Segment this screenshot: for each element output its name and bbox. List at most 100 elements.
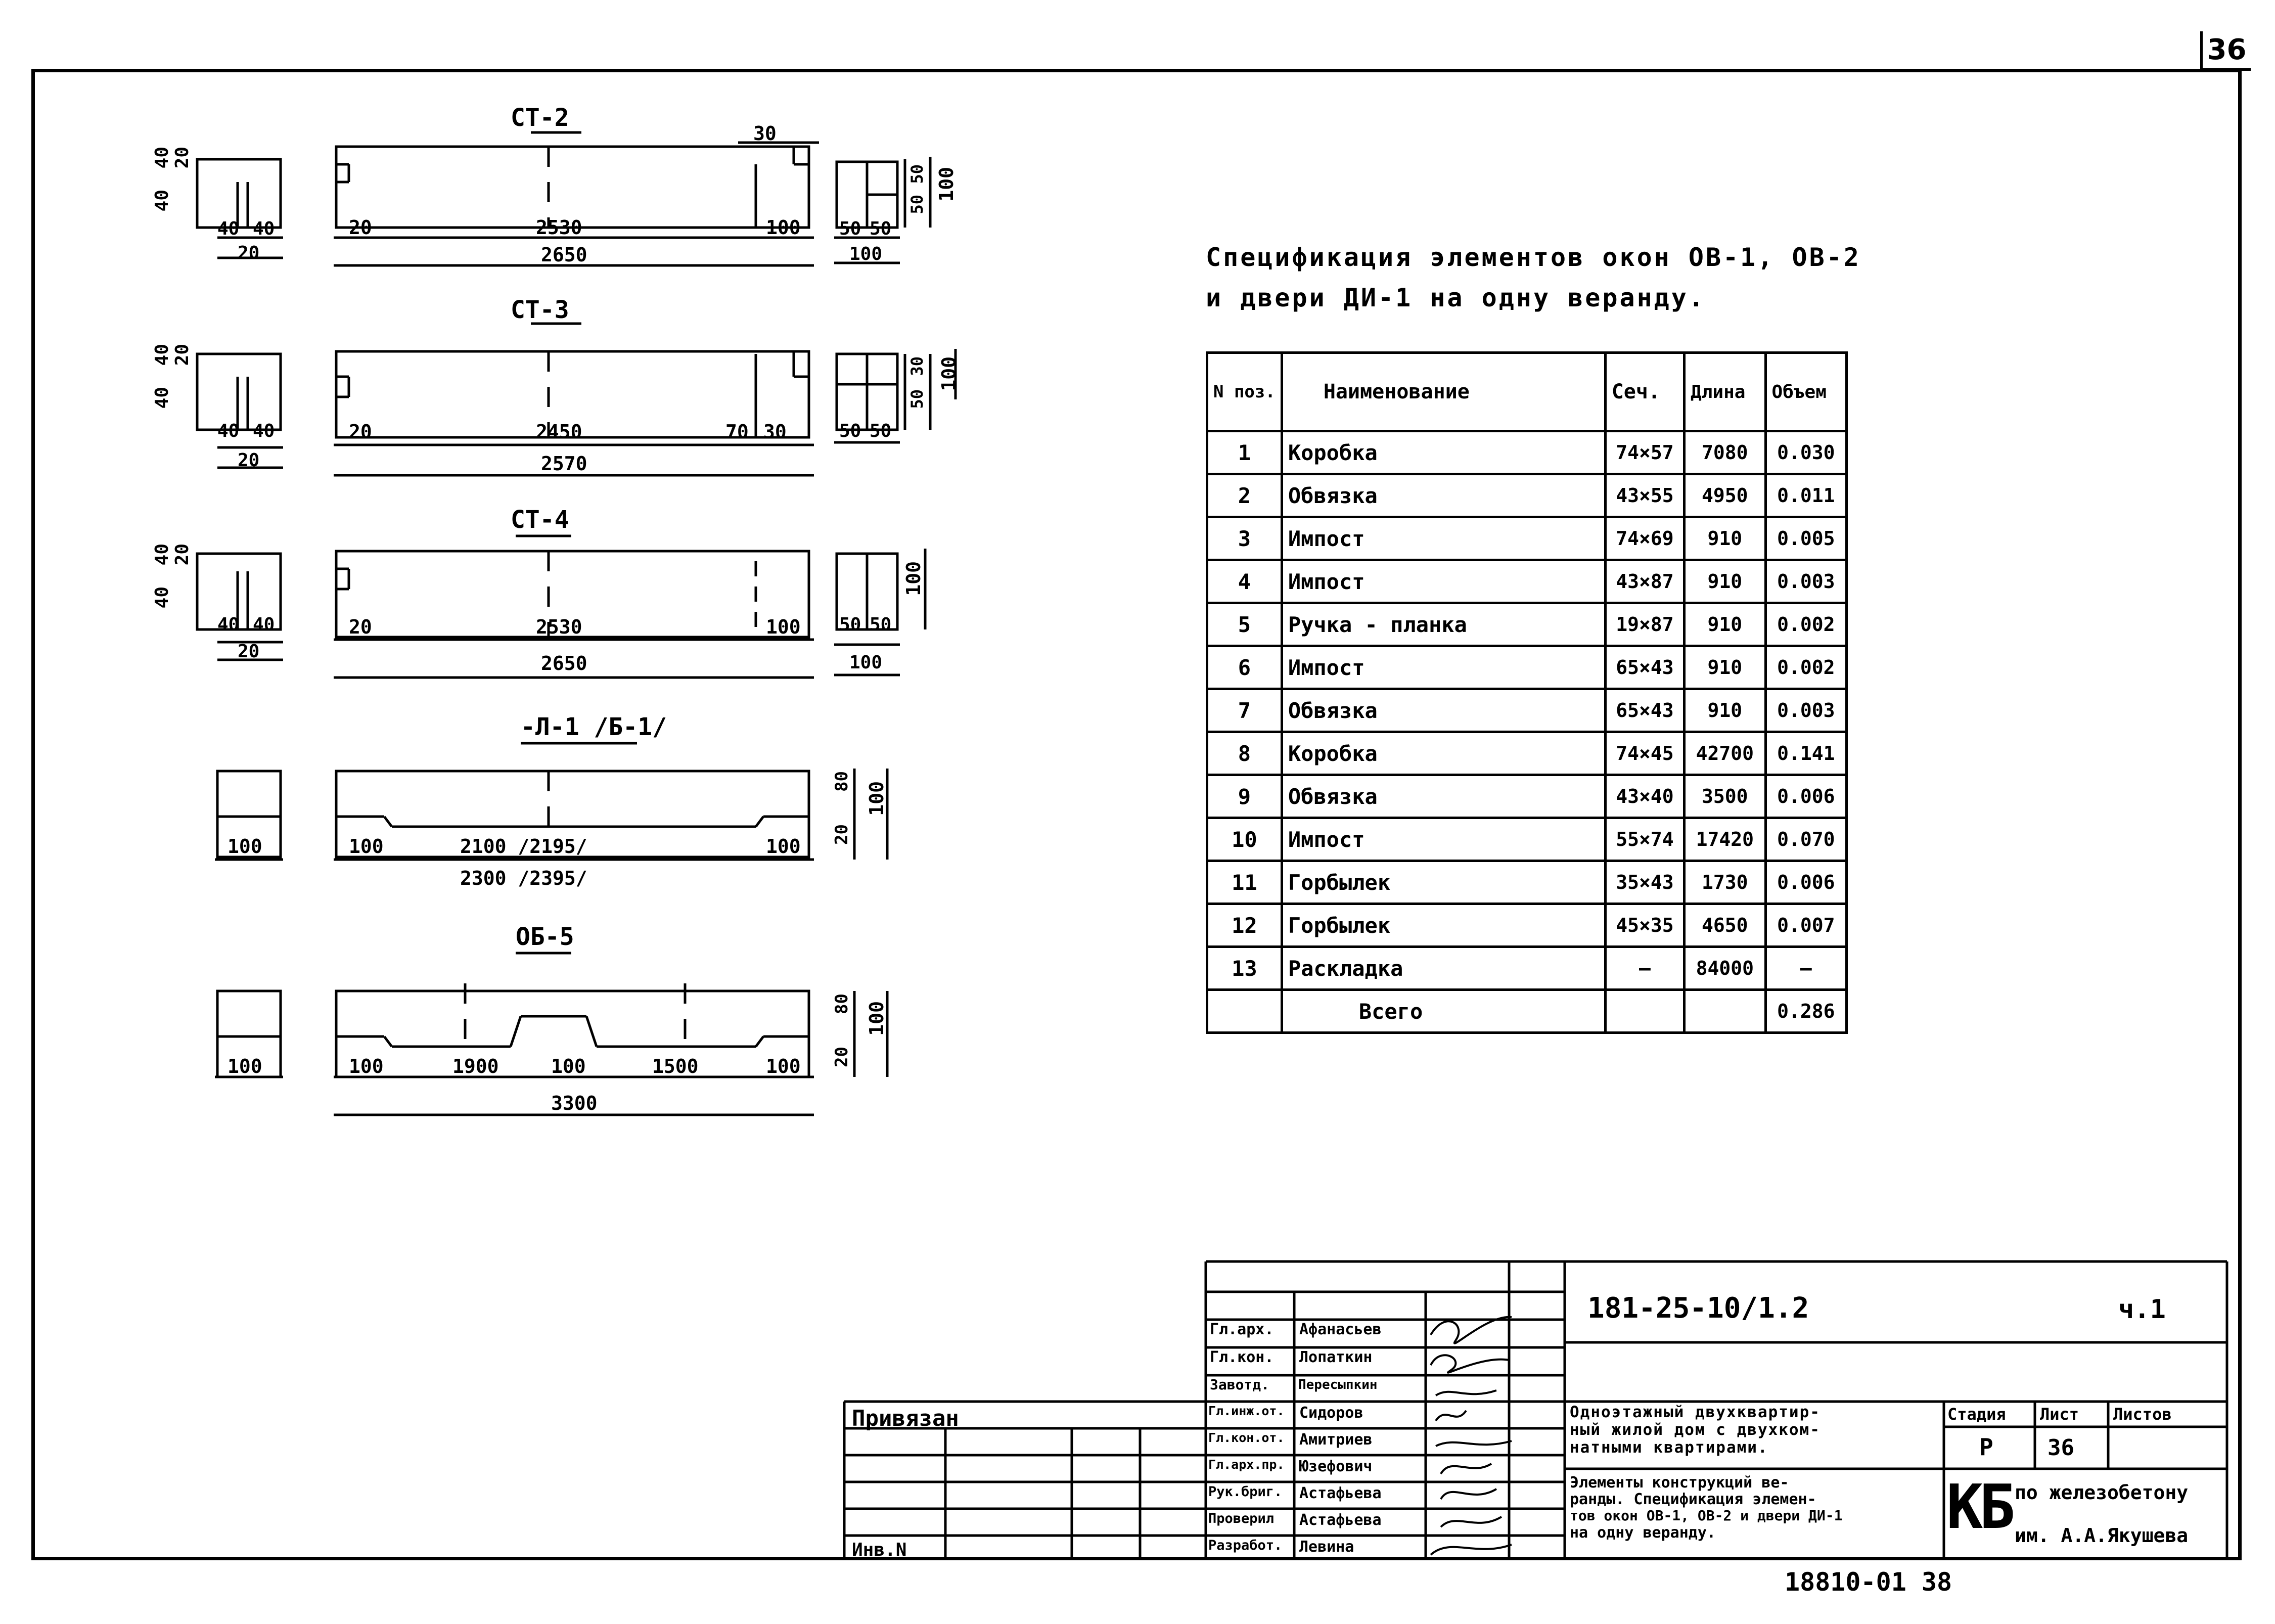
cell-vol: 0.141 bbox=[1764, 731, 1848, 776]
person-name: Сидоров bbox=[1299, 1404, 1363, 1422]
stage-label: Стадия bbox=[1947, 1405, 2006, 1424]
spec-title-line1: Спецификация элементов окон ОВ-1, ОВ-2 bbox=[1206, 243, 1861, 272]
project-title-line3: натными квартирами. bbox=[1570, 1438, 1768, 1457]
cell-len: 910 bbox=[1683, 645, 1767, 690]
cell-num: 13 bbox=[1206, 945, 1283, 991]
cell-name: Обвязка bbox=[1280, 688, 1607, 733]
archive-number: 18810-01 38 bbox=[1785, 1567, 1952, 1597]
col-header-sec: Сеч. bbox=[1604, 351, 1686, 432]
cell-num: 11 bbox=[1206, 860, 1283, 905]
document-code: 181-25-10/1.2 bbox=[1587, 1292, 1809, 1325]
dim-label: 50 bbox=[870, 421, 892, 441]
col-header-vol: Объем bbox=[1764, 351, 1848, 432]
col-header-len: Длина bbox=[1683, 351, 1767, 432]
cell-len: 910 bbox=[1683, 602, 1767, 647]
person-name: Лопаткин bbox=[1299, 1348, 1373, 1366]
person-name: Юзефович bbox=[1299, 1458, 1373, 1475]
dim-label: 20 bbox=[349, 616, 372, 638]
cell-num: 6 bbox=[1206, 645, 1283, 690]
description-line2: ранды. Спецификация элемен- bbox=[1570, 1491, 1816, 1508]
dim-label: 1500 bbox=[652, 1055, 699, 1077]
cell-vol: 0.002 bbox=[1764, 602, 1848, 647]
description-line1: Элементы конструкций ве- bbox=[1570, 1474, 1789, 1492]
dim-label: 1900 bbox=[452, 1055, 499, 1077]
cell-vol: 0.003 bbox=[1764, 688, 1848, 733]
dim-label: 100 bbox=[551, 1055, 586, 1077]
sheet-label: Лист bbox=[2040, 1405, 2079, 1424]
cell-name: Ручка - планка bbox=[1280, 602, 1607, 647]
cell-name: Обвязка bbox=[1280, 473, 1607, 518]
role-label: Проверил bbox=[1208, 1511, 1275, 1526]
cell-vol: — bbox=[1764, 945, 1848, 991]
cell-vol: 0.070 bbox=[1764, 817, 1848, 862]
col-header-name: Наименование bbox=[1280, 351, 1607, 432]
dim-label: 100 bbox=[228, 835, 262, 858]
person-name: Афанасьев bbox=[1299, 1321, 1382, 1338]
dim-label: 100 bbox=[766, 616, 801, 638]
role-label: Гл.арх.пр. bbox=[1208, 1457, 1285, 1472]
dim-label: 50 bbox=[839, 421, 861, 441]
drawing-title-l1: -Л-1 /Б-1/ bbox=[521, 713, 667, 741]
dim-label: 100 bbox=[766, 1055, 801, 1077]
cell-sec: 65×43 bbox=[1604, 645, 1686, 690]
dim-label: 2300 /2395/ bbox=[460, 867, 587, 889]
cell-sec: 43×87 bbox=[1604, 559, 1686, 604]
dim-label: 100 bbox=[349, 1055, 384, 1077]
dim-label: 20 bbox=[349, 216, 372, 239]
cell-name: Горбылек bbox=[1280, 860, 1607, 905]
cell-vol: 0.011 bbox=[1764, 473, 1848, 518]
cell-num: 3 bbox=[1206, 516, 1283, 561]
dim-label: 2450 bbox=[536, 421, 582, 443]
project-title-line1: Одноэтажный двухквартир- bbox=[1570, 1403, 1821, 1421]
cell-vol: 0.006 bbox=[1764, 774, 1848, 819]
cell-sec: 65×43 bbox=[1604, 688, 1686, 733]
cell-sec: 74×69 bbox=[1604, 516, 1686, 561]
cell-name: Обвязка bbox=[1280, 774, 1607, 819]
cell-sec: 35×43 bbox=[1604, 860, 1686, 905]
inv-label: Инв.N bbox=[852, 1540, 907, 1560]
role-label: Гл.инж.от. bbox=[1208, 1404, 1285, 1418]
total-label: Всего bbox=[1280, 988, 1607, 1034]
dim-label: 20 bbox=[238, 641, 260, 662]
dim-label: 100 bbox=[849, 652, 883, 673]
dim-label: 100 bbox=[849, 244, 883, 264]
drawing-title-st3: СТ-3 bbox=[511, 296, 569, 324]
cell-len: 42700 bbox=[1683, 731, 1767, 776]
cell-len: 7080 bbox=[1683, 430, 1767, 475]
sheet-number: 36 bbox=[2200, 31, 2251, 71]
role-label: Завотд. bbox=[1210, 1376, 1270, 1393]
cell-sec: 45×35 bbox=[1604, 903, 1686, 948]
dim-label: 40 bbox=[217, 218, 240, 239]
cell-num: 7 bbox=[1206, 688, 1283, 733]
privyazan-label: Привязан bbox=[852, 1406, 959, 1431]
dim-label: 50 bbox=[839, 614, 861, 635]
person-name: Астафьева bbox=[1299, 1511, 1382, 1529]
cell-sec: 43×40 bbox=[1604, 774, 1686, 819]
document-part: ч.1 bbox=[2118, 1294, 2166, 1325]
dim-label: 2530 bbox=[536, 616, 582, 638]
org-name-line2: им. А.А.Якушева bbox=[2015, 1524, 2189, 1547]
cell-sec: — bbox=[1604, 945, 1686, 991]
cell-name: Раскладка bbox=[1280, 945, 1607, 991]
spec-header-row: N поз. Наименование Сеч. Длина Объем bbox=[1206, 351, 1848, 432]
cell-vol: 0.005 bbox=[1764, 516, 1848, 561]
cell-name: Импост bbox=[1280, 817, 1607, 862]
cell-sec: 43×55 bbox=[1604, 473, 1686, 518]
person-name: Астафьева bbox=[1299, 1484, 1382, 1502]
drawing-title-ob5: ОБ-5 bbox=[516, 923, 574, 951]
dim-label: 40 bbox=[253, 614, 275, 635]
cell-len: 3500 bbox=[1683, 774, 1767, 819]
drawing-frame bbox=[31, 69, 2242, 1560]
drawing-title-st4: СТ-4 bbox=[511, 506, 569, 534]
cell-sec: 74×45 bbox=[1604, 731, 1686, 776]
person-name: Пересыпкин bbox=[1298, 1377, 1378, 1392]
role-label: Гл.арх. bbox=[1210, 1321, 1274, 1338]
dim-label: 100 bbox=[766, 216, 801, 239]
